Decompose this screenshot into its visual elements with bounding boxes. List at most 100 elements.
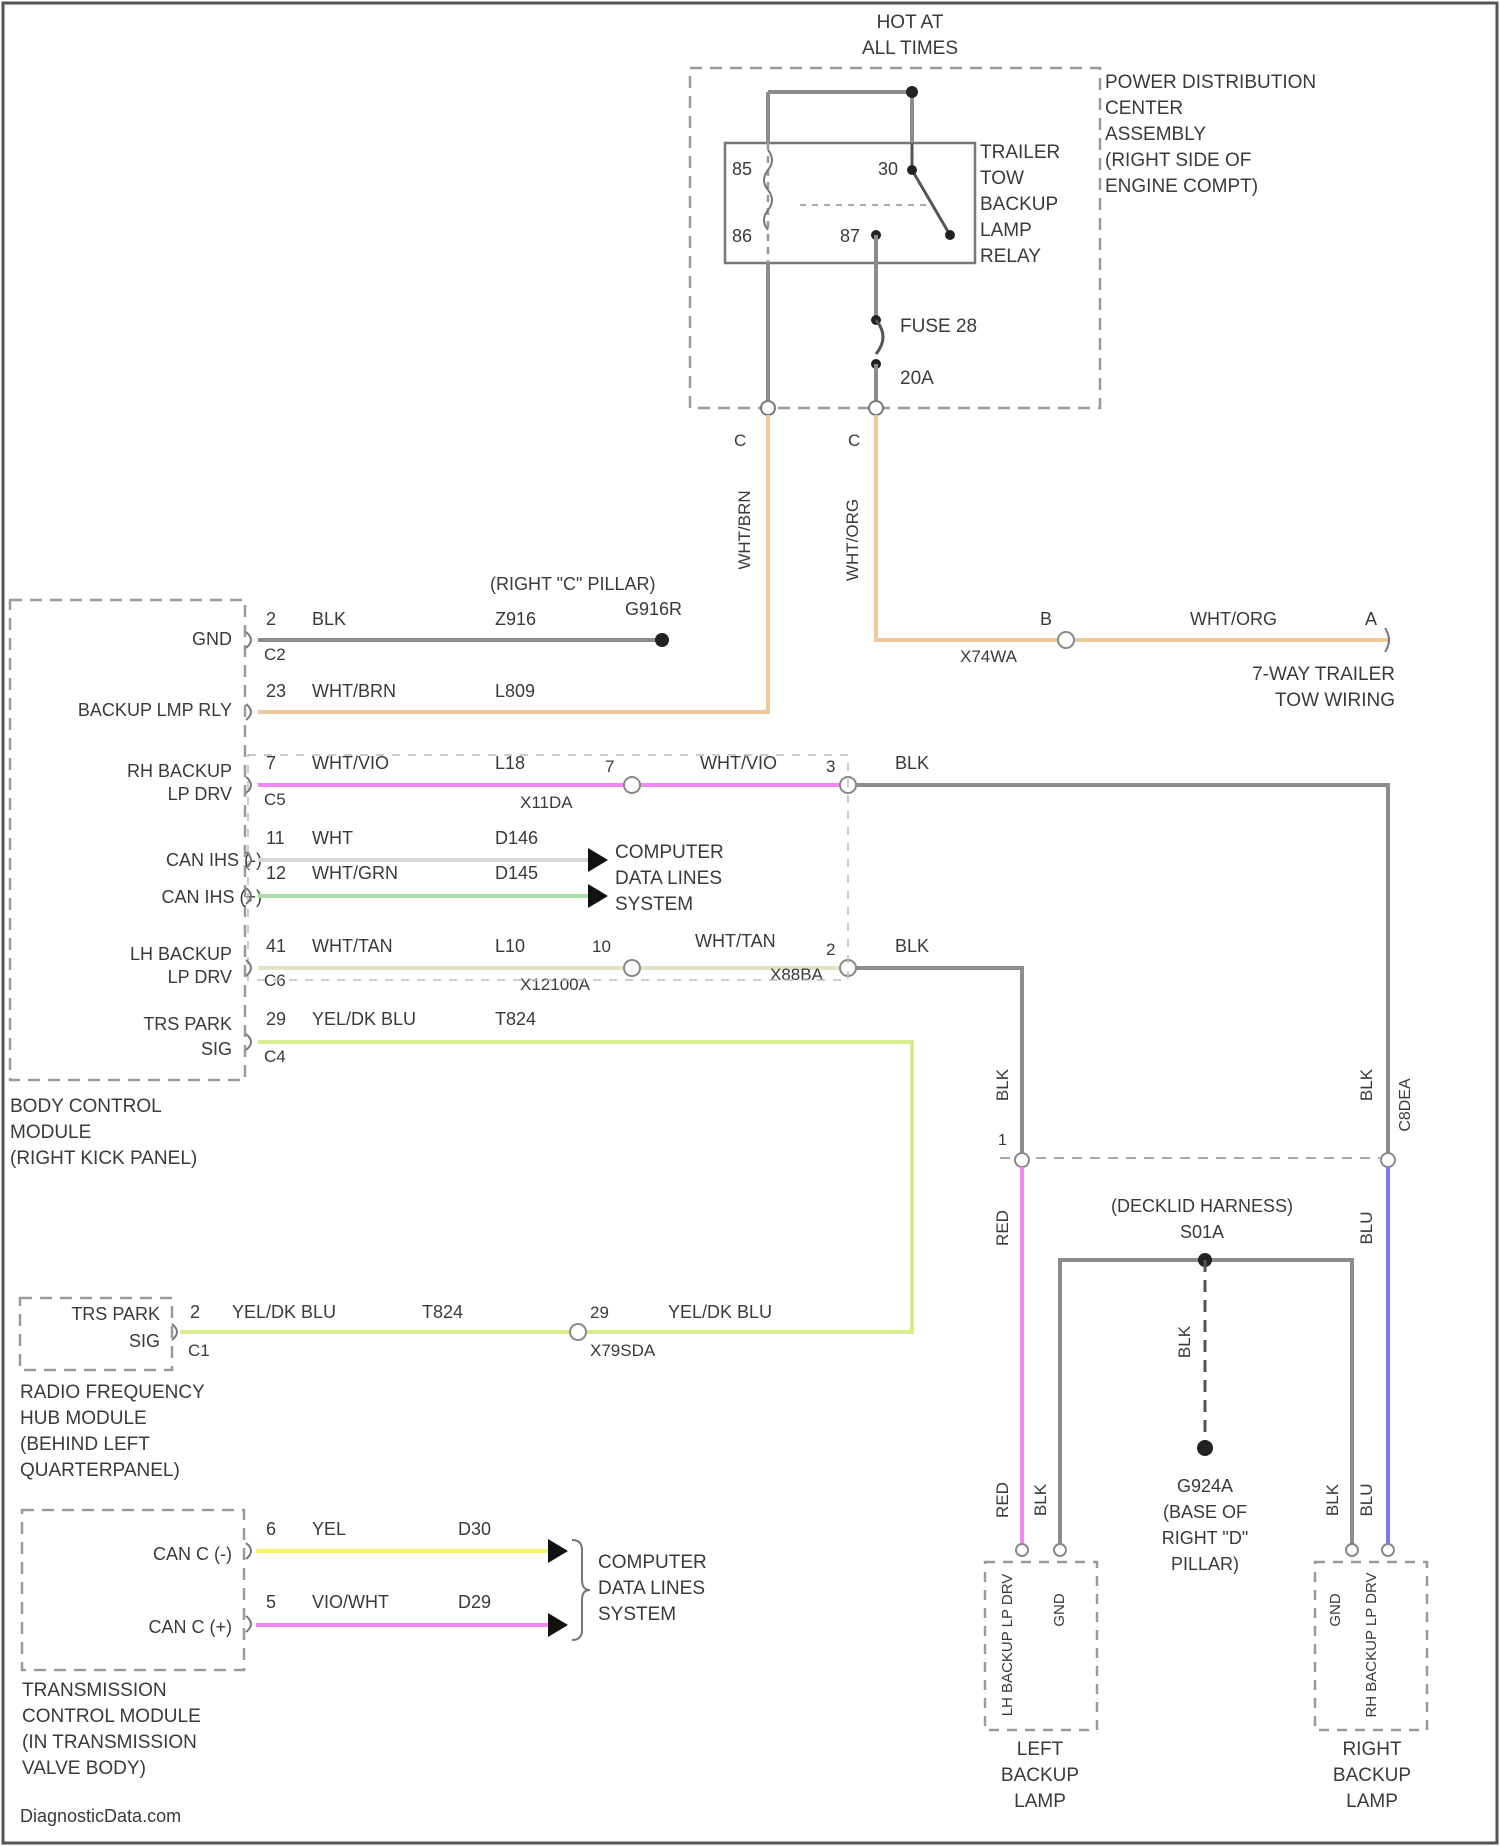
- wht-brn-label: WHT/BRN: [735, 490, 754, 569]
- bcm-trs-circuit: T824: [495, 1009, 536, 1029]
- bcm-rh-label-2: LP DRV: [168, 784, 232, 804]
- bcm-can-minus-pin: 11: [266, 828, 285, 848]
- bcm-data-lines-3: SYSTEM: [615, 894, 693, 915]
- relay-pin-87: 87: [840, 226, 860, 246]
- bcm-lh-label-2: LP DRV: [168, 967, 232, 987]
- ground-g916r: [655, 633, 669, 647]
- rh-inline-color: WHT/VIO: [700, 753, 777, 773]
- svg-text:(RIGHT SIDE OF: (RIGHT SIDE OF: [1105, 150, 1251, 171]
- ground-location-2: RIGHT "D": [1162, 1528, 1248, 1548]
- svg-text:RELAY: RELAY: [980, 246, 1041, 267]
- lh-inline-right-color: BLK: [895, 936, 929, 956]
- lh-inline-pin-left: 10: [592, 937, 611, 956]
- rfhub-inline-color: YEL/DK BLU: [668, 1302, 772, 1322]
- footer-watermark: DiagnosticData.com: [20, 1806, 181, 1826]
- tcm-data-lines-1: COMPUTER: [598, 1552, 707, 1573]
- decklid-left-low-color: RED: [993, 1210, 1012, 1246]
- trailer-pin-b: B: [1040, 609, 1052, 629]
- tcm-name-4: VALVE BODY): [22, 1758, 146, 1779]
- svg-text:POWER DISTRIBUTION: POWER DISTRIBUTION: [1105, 72, 1316, 93]
- svg-text:CENTER: CENTER: [1105, 98, 1183, 119]
- right-lamp-name-3: LAMP: [1346, 1791, 1398, 1812]
- trailer-pin-a: A: [1365, 609, 1377, 629]
- rfhub-name-2: HUB MODULE: [20, 1408, 147, 1429]
- right-lamp-pin-gnd: GND: [1327, 1593, 1344, 1627]
- all-times-label: ALL TIMES: [862, 38, 958, 59]
- lh-inline-color: WHT/TAN: [695, 931, 776, 951]
- bcm-trs-conn: C4: [264, 1047, 286, 1066]
- decklid-right-top-color: BLK: [1357, 1068, 1376, 1101]
- pdc-conn-right: C: [848, 431, 860, 450]
- bcm-rh-pin: 7: [266, 753, 276, 773]
- bcm-rh-conn: C5: [264, 790, 286, 809]
- rfhub-circuit: T824: [422, 1302, 463, 1322]
- svg-text:ENGINE COMPT): ENGINE COMPT): [1105, 176, 1258, 197]
- bcm-can-plus-circuit: D145: [495, 863, 538, 883]
- bcm-trs-pin: 29: [266, 1009, 286, 1029]
- rfhub-trs-label-2: SIG: [129, 1331, 160, 1351]
- left-lamp-color-red: RED: [993, 1482, 1012, 1518]
- rfhub-inline-conn: X79SDA: [590, 1341, 656, 1360]
- rh-inline-pin-left: 7: [605, 757, 614, 776]
- lh-inline-conn: X88BA: [770, 965, 824, 984]
- rh-inline-pin-right: 3: [826, 757, 835, 776]
- right-lamp-pin-drv: RH BACKUP LP DRV: [1363, 1572, 1380, 1717]
- left-lamp-color-blk: BLK: [1031, 1483, 1050, 1516]
- tcm-name-3: (IN TRANSMISSION: [22, 1732, 197, 1753]
- bcm-lh-color: WHT/TAN: [312, 936, 393, 956]
- bcm-gnd-color: BLK: [312, 609, 346, 629]
- tcm-can-plus-pin: 5: [266, 1592, 276, 1612]
- decklid-right-low-color: BLU: [1357, 1211, 1376, 1244]
- tcm-can-minus-color: YEL: [312, 1519, 346, 1539]
- bcm-gnd-label: GND: [192, 629, 232, 649]
- left-lamp-name-3: LAMP: [1014, 1791, 1066, 1812]
- bcm-lh-pin: 41: [266, 936, 286, 956]
- hot-bus-splice: [906, 86, 918, 98]
- rfhub-inline-pin: 29: [590, 1303, 609, 1322]
- bcm-trs-color: YEL/DK BLU: [312, 1009, 416, 1029]
- bcm-trs-label-1: TRS PARK: [143, 1014, 232, 1034]
- bcm-can-plus-pin: 12: [266, 863, 286, 883]
- splice-drop-color: BLK: [1175, 1325, 1194, 1358]
- left-lamp-name-1: LEFT: [1017, 1739, 1064, 1760]
- left-lamp-pin-drv: LH BACKUP LP DRV: [999, 1574, 1016, 1717]
- tcm-data-lines-3: SYSTEM: [598, 1604, 676, 1625]
- pdc-conn-left: C: [734, 431, 746, 450]
- bcm-name-1: BODY CONTROL: [10, 1096, 162, 1117]
- bcm-backup-rly-color: WHT/BRN: [312, 681, 396, 701]
- tcm-name-1: TRANSMISSION: [22, 1680, 167, 1701]
- hot-at-label: HOT AT: [877, 12, 944, 33]
- right-lamp-color-blk: BLK: [1323, 1483, 1342, 1516]
- wht-org-label: WHT/ORG: [843, 499, 862, 581]
- rfhub-conn: C1: [188, 1341, 210, 1360]
- lh-inline-conn-left: X12100A: [520, 975, 591, 994]
- bcm-backup-rly-pin: 23: [266, 681, 286, 701]
- svg-text:TOW: TOW: [980, 168, 1024, 189]
- rfhub-name-3: (BEHIND LEFT: [20, 1434, 150, 1455]
- left-lamp-name-2: BACKUP: [1001, 1765, 1079, 1786]
- svg-text:TRAILER: TRAILER: [980, 142, 1060, 163]
- svg-text:LAMP: LAMP: [980, 220, 1032, 241]
- tcm-data-lines-2: DATA LINES: [598, 1578, 705, 1599]
- trailer-conn: X74WA: [960, 647, 1018, 666]
- tcm-can-plus-label: CAN C (+): [148, 1617, 232, 1637]
- decklid-right-conn: C8DEA: [1397, 1078, 1414, 1132]
- svg-text:ASSEMBLY: ASSEMBLY: [1105, 124, 1206, 145]
- bcm-can-plus-color: WHT/GRN: [312, 863, 398, 883]
- bcm-trs-label-2: SIG: [201, 1039, 232, 1059]
- ground-g924a: [1197, 1440, 1213, 1456]
- rh-inline-conn: X11DA: [520, 793, 573, 812]
- bcm-data-lines-1: COMPUTER: [615, 842, 724, 863]
- rfhub-trs-label-1: TRS PARK: [71, 1304, 160, 1324]
- bcm-rh-color: WHT/VIO: [312, 753, 389, 773]
- left-lamp-pin-gnd: GND: [1051, 1593, 1068, 1627]
- trailer-label-2: TOW WIRING: [1275, 690, 1395, 711]
- bcm-backup-rly-label: BACKUP LMP RLY: [78, 700, 232, 720]
- bcm-name-3: (RIGHT KICK PANEL): [10, 1148, 197, 1169]
- decklid-left-top-color: BLK: [993, 1068, 1012, 1101]
- relay-pin-86: 86: [732, 226, 752, 246]
- bcm-can-minus-circuit: D146: [495, 828, 538, 848]
- tcm-can-minus-circuit: D30: [458, 1519, 491, 1539]
- tcm-name-2: CONTROL MODULE: [22, 1706, 201, 1727]
